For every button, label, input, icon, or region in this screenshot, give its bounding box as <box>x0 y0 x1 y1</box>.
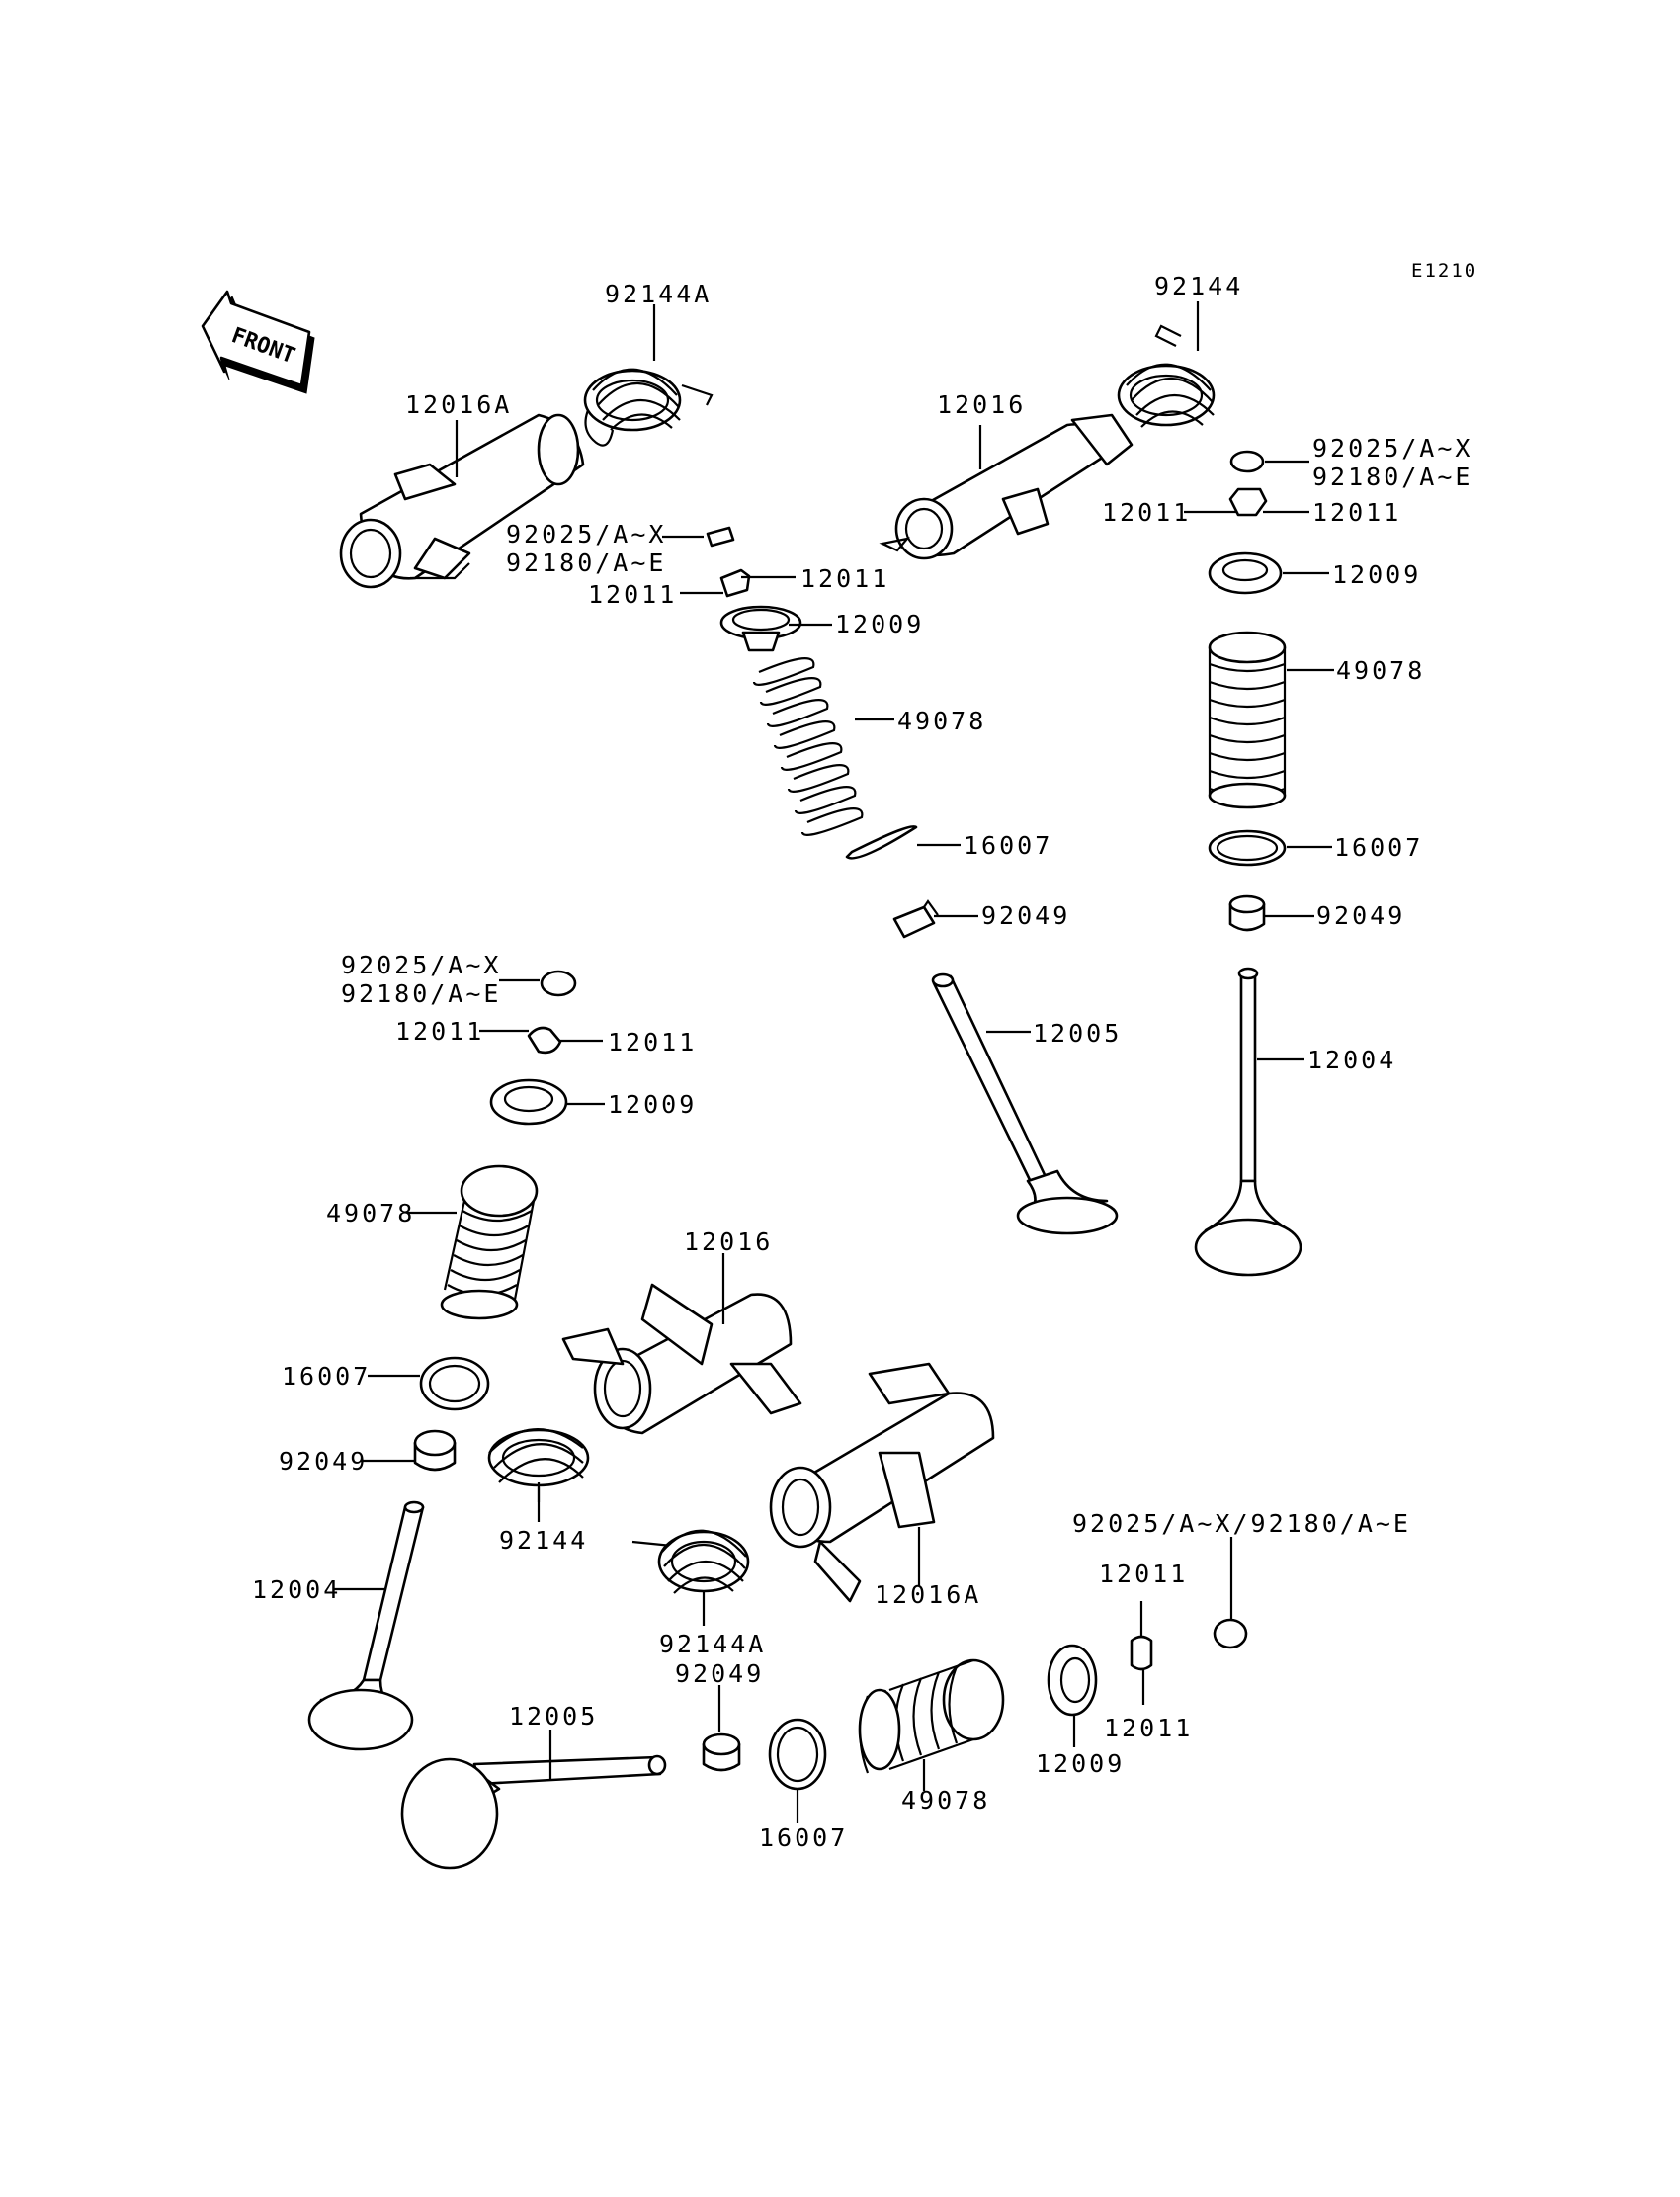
label-92025-top-right: 92025/A~X <box>1312 434 1472 463</box>
collet-12011-top-left <box>719 568 751 598</box>
oil-seal-92049-bottom <box>702 1732 741 1772</box>
label-12011-bottom-a: 12011 <box>1099 1560 1188 1588</box>
label-92144-mid: 92144 <box>499 1526 588 1555</box>
label-12009-top-left: 12009 <box>835 610 924 638</box>
retainer-12009-mid-left <box>489 1078 568 1126</box>
label-92180-top-left: 92180/A~E <box>506 549 666 577</box>
rocker-spring-92144-mid <box>487 1428 590 1502</box>
collet-12011-top-right <box>1228 487 1268 517</box>
label-16007-bottom: 16007 <box>759 1823 848 1852</box>
valve-spring-49078-mid-left <box>440 1164 539 1320</box>
label-92049-top-right: 92049 <box>1316 901 1405 930</box>
label-12016A-top: 12016A <box>405 390 512 419</box>
cotter-92025-bottom <box>1213 1618 1248 1649</box>
rocker-arm-12016A-mid <box>769 1362 995 1603</box>
label-92049-top-left: 92049 <box>981 901 1070 930</box>
valve-12005-top-left <box>931 972 1119 1235</box>
label-92144A-mid: 92144A <box>659 1630 766 1658</box>
valve-spring-49078-bottom <box>858 1658 1005 1774</box>
valve-spring-49078-top-left <box>752 657 864 836</box>
seat-16007-bottom <box>768 1718 827 1791</box>
label-92180-top-right: 92180/A~E <box>1312 463 1472 491</box>
label-12011-top-left-b: 12011 <box>588 580 677 609</box>
rocker-arm-12016A-top <box>339 413 585 589</box>
label-12011-mid-left-b: 12011 <box>608 1028 697 1056</box>
label-16007-mid-left: 16007 <box>282 1362 371 1391</box>
cotter-92025-top-right <box>1229 450 1265 473</box>
seat-16007-top-left <box>845 825 918 860</box>
rocker-spring-92144A-mid <box>631 1529 750 1594</box>
label-92025-mid-left: 92025/A~X <box>341 951 501 979</box>
diagram-code: E1210 <box>1411 260 1477 282</box>
label-92025-bottom: 92025/A~X/92180/A~E <box>1072 1509 1411 1538</box>
label-12004-top-right: 12004 <box>1307 1046 1396 1074</box>
oil-seal-92049-top-left <box>892 899 939 939</box>
label-12011-mid-left-a: 12011 <box>395 1017 484 1046</box>
collet-12011-bottom <box>1130 1635 1153 1671</box>
label-12016A-mid: 12016A <box>875 1580 981 1609</box>
label-12004-mid-left: 12004 <box>252 1575 341 1604</box>
label-12009-mid-left: 12009 <box>608 1090 697 1119</box>
label-92180-mid-left: 92180/A~E <box>341 979 501 1008</box>
label-12011-top-right-b: 12011 <box>1312 498 1401 527</box>
label-92025-top-left: 92025/A~X <box>506 520 666 549</box>
collet-12011-mid-left <box>527 1026 562 1055</box>
oil-seal-92049-top-right <box>1228 894 1266 932</box>
retainer-12009-top-right <box>1208 551 1283 595</box>
label-49078-mid-left: 49078 <box>326 1199 415 1227</box>
retainer-12009-bottom <box>1047 1644 1098 1717</box>
label-12009-bottom: 12009 <box>1036 1749 1125 1778</box>
label-49078-top-right: 49078 <box>1336 656 1425 685</box>
front-arrow-icon: FRONT <box>201 290 315 394</box>
oil-seal-92049-mid-left <box>413 1429 457 1472</box>
rocker-spring-92144-top-right <box>1117 324 1216 428</box>
valve-12004-mid-left <box>307 1500 425 1751</box>
rocker-spring-92144A-top <box>583 368 714 447</box>
seat-16007-top-right <box>1208 829 1287 867</box>
label-12016-mid: 12016 <box>684 1227 773 1256</box>
retainer-12009-top-left <box>719 605 802 652</box>
label-49078-bottom: 49078 <box>901 1786 990 1815</box>
label-12009-top-right: 12009 <box>1332 560 1421 589</box>
label-12016-top-right: 12016 <box>937 390 1026 419</box>
label-92049-bottom: 92049 <box>675 1659 764 1688</box>
label-92144A-top: 92144A <box>605 280 712 308</box>
label-16007-top-left: 16007 <box>964 831 1052 860</box>
cotter-92025-top-left <box>706 526 735 548</box>
rocker-arm-12016-top-right <box>879 413 1134 560</box>
label-92144-top-right: 92144 <box>1154 272 1243 300</box>
valve-12005-bottom <box>400 1754 667 1870</box>
label-49078-top-left: 49078 <box>897 707 986 735</box>
label-12005-top-left: 12005 <box>1033 1019 1122 1048</box>
valve-12004-top-right <box>1194 967 1302 1277</box>
label-12011-top-left-a: 12011 <box>800 564 889 593</box>
label-92049-mid-left: 92049 <box>279 1447 368 1476</box>
label-12005-bottom: 12005 <box>509 1702 598 1731</box>
valve-spring-49078-top-right <box>1208 631 1287 809</box>
cotter-92025-mid-left <box>540 970 577 997</box>
rocker-arm-12016-mid <box>561 1283 802 1435</box>
label-12011-bottom-b: 12011 <box>1104 1714 1193 1742</box>
seat-16007-mid-left <box>419 1356 490 1411</box>
label-16007-top-right: 16007 <box>1334 833 1423 862</box>
label-12011-top-right-a: 12011 <box>1102 498 1191 527</box>
